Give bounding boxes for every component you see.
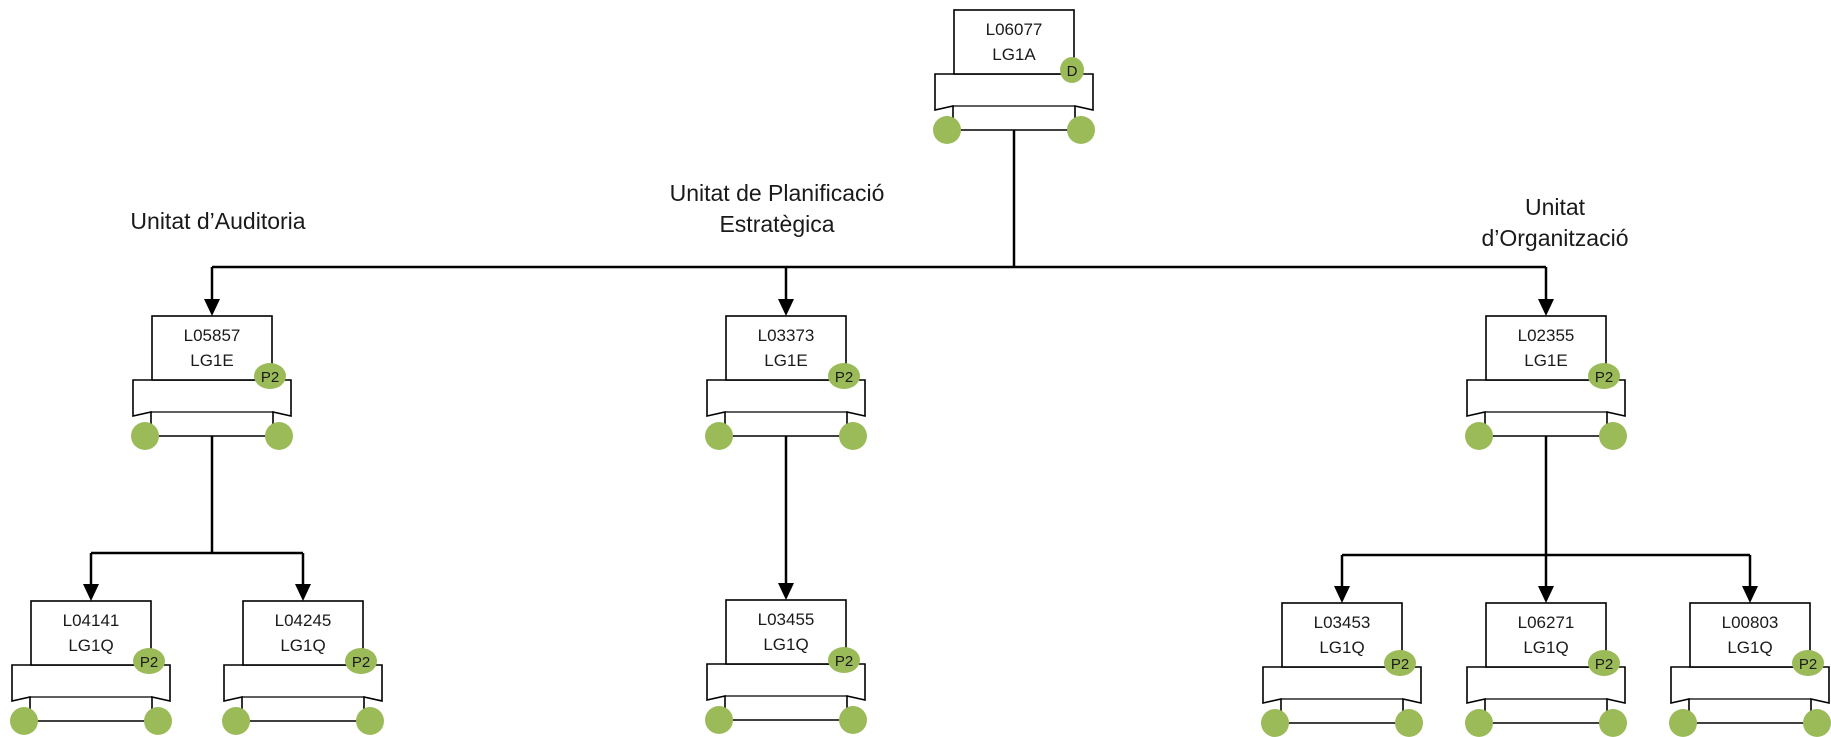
- badge-label: D: [1067, 63, 1078, 80]
- arrow-down-icon: [1538, 586, 1554, 603]
- arrow-down-icon: [778, 299, 794, 316]
- badge-circle: [1588, 363, 1620, 389]
- connector-dot: [1599, 422, 1627, 450]
- connector-dot: [10, 707, 38, 735]
- badge-circle: [1792, 650, 1824, 676]
- badge-circle: [1060, 57, 1084, 83]
- arrow-down-icon: [778, 583, 794, 600]
- unit-label-line: Estratègica: [719, 211, 835, 237]
- node-id: L04141: [63, 611, 120, 630]
- connector-dot: [356, 707, 384, 735]
- connector-dot: [705, 422, 733, 450]
- badge-circle: [345, 648, 377, 674]
- connector-dot: [1261, 709, 1289, 737]
- badge-label: P2: [261, 369, 279, 386]
- node-type: LG1Q: [1727, 638, 1772, 657]
- badge-label: P2: [1595, 656, 1613, 673]
- node-id: L00803: [1722, 613, 1779, 632]
- node-box: [1485, 315, 1607, 381]
- unit-label: Unitat d’Organització: [1481, 192, 1628, 254]
- badge-label: P2: [140, 654, 158, 671]
- arrow-down-icon: [83, 584, 99, 601]
- node-id: L04245: [275, 611, 332, 630]
- node-box: [1485, 602, 1607, 668]
- node-id: L03453: [1314, 613, 1371, 632]
- badge-circle: [133, 648, 165, 674]
- connector-dot: [705, 706, 733, 734]
- connector-dot: [1599, 709, 1627, 737]
- badge-circle: [1588, 650, 1620, 676]
- badge-circle: [828, 363, 860, 389]
- node-type: LG1E: [190, 351, 233, 370]
- unit-label-line: d’Organització: [1481, 225, 1629, 251]
- badge-label: P2: [835, 369, 853, 386]
- connector-dot: [1465, 422, 1493, 450]
- node-box: [725, 599, 847, 665]
- node-type: LG1E: [764, 351, 807, 370]
- node-id: L03373: [758, 326, 815, 345]
- unit-label: Unitat d’Auditoria: [130, 206, 305, 237]
- node-id: L02355: [1518, 326, 1575, 345]
- connector-dot: [265, 422, 293, 450]
- badge-label: P2: [1391, 656, 1409, 673]
- connector-dot: [144, 707, 172, 735]
- badge-circle: [828, 647, 860, 673]
- node-id: L03455: [758, 610, 815, 629]
- connector-dot: [839, 422, 867, 450]
- node-box: [725, 315, 847, 381]
- unit-label-line: Unitat de Planificació: [669, 180, 885, 206]
- arrow-down-icon: [204, 299, 220, 316]
- node-type: LG1E: [1524, 351, 1567, 370]
- badge-circle: [254, 363, 286, 389]
- connector-dot: [131, 422, 159, 450]
- arrow-down-icon: [1538, 299, 1554, 316]
- connector-dot: [222, 707, 250, 735]
- node-box: [1281, 602, 1403, 668]
- connector-dot: [1465, 709, 1493, 737]
- node-type: LG1Q: [763, 635, 808, 654]
- node-box: [242, 600, 364, 666]
- arrow-down-icon: [1334, 586, 1350, 603]
- badge-label: P2: [1595, 369, 1613, 386]
- badge-circle: [1384, 650, 1416, 676]
- unit-label-line: Unitat d’Auditoria: [130, 208, 306, 234]
- connector-dot: [1803, 709, 1831, 737]
- badge-label: P2: [352, 654, 370, 671]
- node-box: [953, 9, 1075, 75]
- connector-dot: [933, 116, 961, 144]
- unit-label-line: Unitat: [1524, 194, 1586, 220]
- arrow-down-icon: [295, 584, 311, 601]
- badge-label: P2: [835, 653, 853, 670]
- connector-dot: [1669, 709, 1697, 737]
- connector-dot: [1395, 709, 1423, 737]
- connector-dot: [839, 706, 867, 734]
- node-type: LG1Q: [280, 636, 325, 655]
- node-box: [1689, 602, 1811, 668]
- badge-label: P2: [1799, 656, 1817, 673]
- node-box: [151, 315, 273, 381]
- connector-dot: [1067, 116, 1095, 144]
- node-type: LG1A: [992, 45, 1036, 64]
- node-id: L06271: [1518, 613, 1575, 632]
- node-box: [30, 600, 152, 666]
- arrow-down-icon: [1742, 586, 1758, 603]
- node-type: LG1Q: [68, 636, 113, 655]
- node-id: L06077: [986, 20, 1043, 39]
- node-id: L05857: [184, 326, 241, 345]
- node-type: LG1Q: [1319, 638, 1364, 657]
- node-type: LG1Q: [1523, 638, 1568, 657]
